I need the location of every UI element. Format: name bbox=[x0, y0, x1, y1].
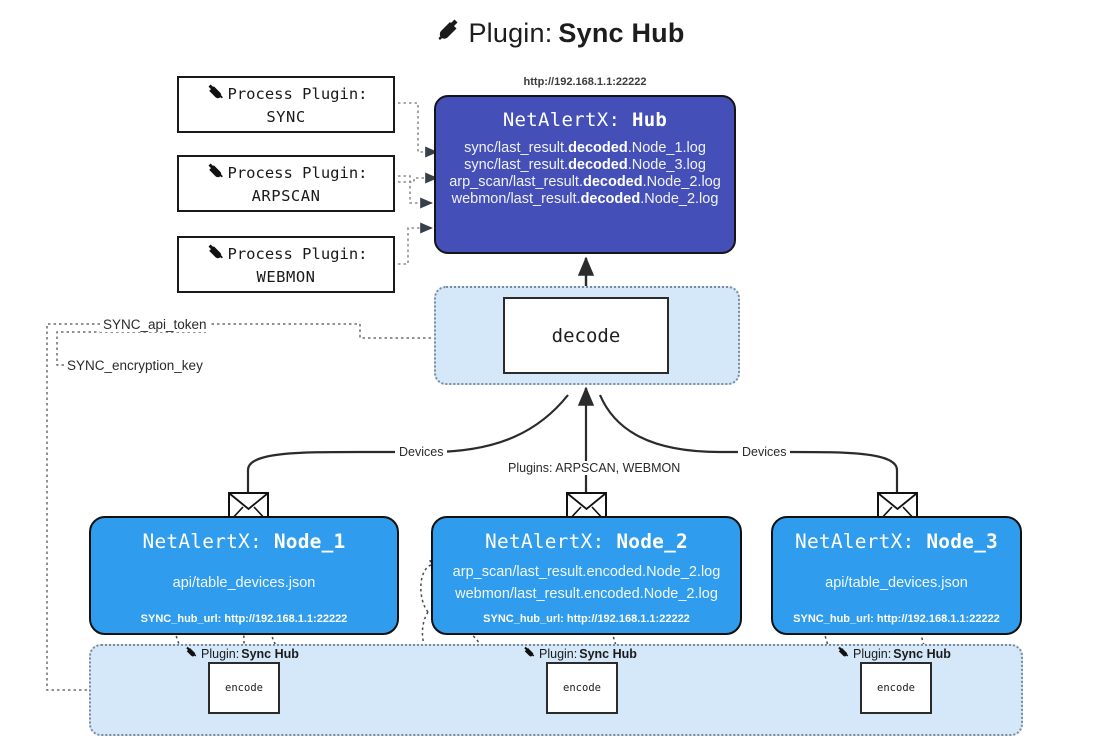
edge-label-devices-right: Devices bbox=[738, 445, 791, 459]
log-post: .Node_2.log bbox=[642, 174, 721, 190]
log-pre: webmon/last_result. bbox=[451, 191, 581, 207]
log-post: .Node_3.log bbox=[627, 157, 706, 173]
node-line: arp_scan/last_result.encoded.Node_2.log bbox=[452, 564, 721, 580]
process-plugin-arpscan[interactable]: Process Plugin: ARPSCAN bbox=[177, 155, 395, 212]
node-title-prefix: NetAlertX: bbox=[142, 530, 262, 553]
process-plugin-label: Process Plugin: bbox=[227, 244, 368, 263]
plug-icon bbox=[205, 82, 227, 108]
plug-icon bbox=[836, 645, 851, 662]
log-bold: decoded bbox=[580, 191, 641, 207]
encode-plugin-caption-1: Plugin: Sync Hub bbox=[184, 645, 299, 662]
process-plugin-name: WEBMON bbox=[256, 267, 316, 286]
log-pre: sync/last_result. bbox=[464, 140, 569, 156]
node-line: api/table_devices.json bbox=[825, 575, 968, 591]
process-plugin-webmon[interactable]: Process Plugin: WEBMON bbox=[177, 236, 395, 293]
plug-icon bbox=[432, 16, 462, 51]
process-plugin-label: Process Plugin: bbox=[227, 84, 368, 103]
log-pre: sync/last_result. bbox=[464, 157, 569, 173]
node-line: api/table_devices.json bbox=[172, 575, 316, 591]
node-hub-url: SYNC_hub_url: http://192.168.1.1:22222 bbox=[140, 613, 348, 625]
edge-label-plugins: Plugins: ARPSCAN, WEBMON bbox=[504, 461, 685, 475]
hub-log-line: sync/last_result.decoded.Node_1.log bbox=[464, 140, 706, 156]
plug-icon bbox=[205, 242, 227, 268]
node-3[interactable]: NetAlertX: Node_3 api/table_devices.json… bbox=[771, 516, 1022, 635]
page-title-name: Sync Hub bbox=[558, 18, 685, 48]
hub-log-line: sync/last_result.decoded.Node_3.log bbox=[464, 157, 706, 173]
hub-log-line: webmon/last_result.decoded.Node_2.log bbox=[452, 191, 719, 207]
hub-url-label: http://192.168.1.1:22222 bbox=[523, 76, 647, 88]
caption-name: Sync Hub bbox=[579, 646, 637, 661]
process-plugin-name: SYNC bbox=[266, 107, 306, 126]
process-plugin-sync[interactable]: Process Plugin: SYNC bbox=[177, 76, 395, 133]
caption-name: Sync Hub bbox=[893, 646, 951, 661]
process-plugin-label: Process Plugin: bbox=[227, 163, 368, 182]
log-post: .Node_1.log bbox=[627, 140, 706, 156]
node-title-name: Node_2 bbox=[616, 530, 688, 553]
caption-prefix: Plugin: bbox=[201, 646, 240, 661]
node-title-prefix: NetAlertX: bbox=[485, 530, 605, 553]
hub-title-name: Hub bbox=[631, 109, 668, 131]
node-title-name: Node_1 bbox=[273, 530, 346, 553]
page-title: Plugin: Sync Hub bbox=[0, 16, 1117, 51]
edge-label-devices-left: Devices bbox=[395, 445, 448, 459]
node-2[interactable]: NetAlertX: Node_2 arp_scan/last_result.e… bbox=[431, 516, 742, 635]
node-title-prefix: NetAlertX: bbox=[795, 530, 915, 553]
plug-icon bbox=[522, 645, 537, 662]
node-title: NetAlertX: Node_1 bbox=[143, 530, 346, 553]
hub-log-line: arp_scan/last_result.decoded.Node_2.log bbox=[449, 174, 721, 190]
sync-api-token-label: SYNC_api_token bbox=[100, 317, 210, 332]
plug-icon bbox=[184, 645, 199, 662]
node-lines: api/table_devices.json bbox=[91, 553, 397, 613]
node-hub-url: SYNC_hub_url: http://192.168.1.1:22222 bbox=[483, 613, 690, 625]
node-line: webmon/last_result.encoded.Node_2.log bbox=[455, 586, 718, 602]
log-post: .Node_2.log bbox=[640, 191, 719, 207]
hub-title-prefix: NetAlertX: bbox=[502, 109, 621, 131]
node-title: NetAlertX: Node_3 bbox=[795, 530, 998, 553]
log-pre: arp_scan/last_result. bbox=[449, 174, 583, 190]
hub-title: NetAlertX: Hub bbox=[503, 109, 667, 131]
log-bold: decoded bbox=[568, 140, 628, 156]
decode-box[interactable]: decode bbox=[503, 297, 669, 374]
page-title-prefix: Plugin: bbox=[468, 18, 553, 48]
hub-node[interactable]: NetAlertX: Hub sync/last_result.decoded.… bbox=[434, 95, 736, 254]
caption-prefix: Plugin: bbox=[539, 646, 578, 661]
caption-name: Sync Hub bbox=[241, 646, 299, 661]
plug-icon bbox=[205, 161, 227, 187]
encode-box-1[interactable]: encode bbox=[208, 662, 280, 714]
encode-plugin-caption-3: Plugin: Sync Hub bbox=[836, 645, 951, 662]
node-1[interactable]: NetAlertX: Node_1 api/table_devices.json… bbox=[89, 516, 399, 635]
node-hub-url: SYNC_hub_url: http://192.168.1.1:22222 bbox=[793, 613, 1000, 625]
hub-log-list: sync/last_result.decoded.Node_1.log sync… bbox=[436, 140, 734, 207]
node-title: NetAlertX: Node_2 bbox=[485, 530, 688, 553]
node-title-name: Node_3 bbox=[926, 530, 998, 553]
node-lines: api/table_devices.json bbox=[773, 553, 1020, 613]
node-lines: arp_scan/last_result.encoded.Node_2.log … bbox=[433, 553, 740, 613]
log-bold: decoded bbox=[568, 157, 628, 173]
encode-box-3[interactable]: encode bbox=[860, 662, 932, 714]
caption-prefix: Plugin: bbox=[853, 646, 892, 661]
encode-plugin-caption-2: Plugin: Sync Hub bbox=[522, 645, 637, 662]
encode-box-2[interactable]: encode bbox=[546, 662, 618, 714]
sync-encryption-key-label: SYNC_encryption_key bbox=[64, 358, 206, 373]
log-bold: decoded bbox=[582, 174, 643, 190]
process-plugin-name: ARPSCAN bbox=[251, 186, 321, 205]
